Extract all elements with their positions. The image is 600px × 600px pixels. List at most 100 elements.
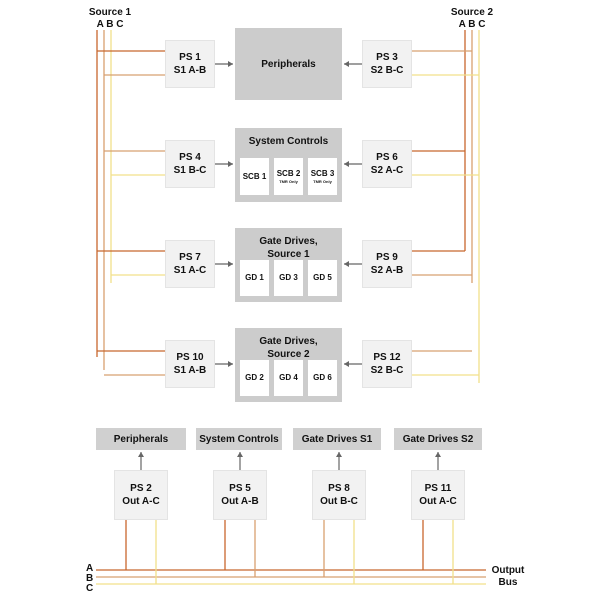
ps-subtitle: Out B-C	[320, 496, 358, 507]
output-ps-box-3: PS 8 Out B-C	[312, 470, 366, 520]
ps-box-left-3: PS 7 S1 A-C	[165, 240, 215, 288]
gate-drives-1-title-line-1: Gate Drives,	[259, 236, 318, 247]
ps-box-left-1: PS 1 S1 A-B	[165, 40, 215, 88]
source-1-phases: A B C	[96, 19, 124, 30]
scb-3-card: SCB 3 TMR Only	[308, 158, 337, 195]
output-ps-box-1: PS 2 Out A-C	[114, 470, 168, 520]
system-controls-block: System Controls SCB 1 SCB 2 TMR Only SCB…	[235, 128, 342, 202]
ps-subtitle: S1 B-C	[173, 165, 207, 176]
system-controls-title: System Controls	[248, 136, 329, 147]
source-1-label: Source 1 A B C	[82, 7, 138, 31]
arrow-output-ps-to-target	[138, 452, 144, 470]
gd-card: GD 4	[274, 360, 303, 396]
ps-name: PS 5	[229, 483, 251, 494]
gate-drives-2-title-line-1: Gate Drives,	[259, 336, 318, 347]
scb-label: SCB 3	[310, 169, 335, 178]
peripherals-title: Peripherals	[261, 58, 316, 70]
arrow-right-ps-to-load	[344, 361, 362, 367]
output-target-gate-drives-s2: Gate Drives S2	[394, 428, 482, 450]
scb-2-card: SCB 2 TMR Only	[274, 158, 303, 195]
gate-drives-2-title-line-2: Source 2	[267, 349, 310, 360]
bus-phase-c-label: C	[86, 583, 94, 594]
gd-label: GD 1	[245, 273, 264, 282]
gd-label: GD 4	[279, 373, 298, 382]
ps-subtitle: S2 A-C	[370, 165, 404, 176]
source-2-title: Source 2	[450, 7, 494, 18]
output-target-label: Gate Drives S2	[402, 433, 474, 445]
ps-name: PS 6	[376, 152, 398, 163]
output-target-label: Peripherals	[113, 433, 169, 445]
ps-name: PS 2	[130, 483, 152, 494]
ps-subtitle: S2 A-B	[370, 265, 404, 276]
ps-subtitle: S2 B-C	[370, 65, 404, 76]
ps-box-left-4: PS 10 S1 A-B	[165, 340, 215, 388]
arrow-right-ps-to-load	[344, 161, 362, 167]
peripherals-block: Peripherals	[235, 28, 342, 100]
gate-drives-1-title-line-2: Source 1	[267, 249, 310, 260]
ps-name: PS 12	[373, 352, 401, 363]
ps-name: PS 8	[328, 483, 350, 494]
arrow-right-ps-to-load	[344, 61, 362, 67]
source-2-label: Source 2 A B C	[444, 7, 500, 31]
arrow-output-ps-to-target	[336, 452, 342, 470]
ps-name: PS 1	[179, 52, 201, 63]
arrow-left-ps-to-load	[215, 161, 233, 167]
gd-card: GD 6	[308, 360, 337, 396]
source-1-title: Source 1	[88, 7, 132, 18]
output-target-peripherals: Peripherals	[96, 428, 186, 450]
output-ps-box-2: PS 5 Out A-B	[213, 470, 267, 520]
output-ps-box-4: PS 11 Out A-C	[411, 470, 465, 520]
output-target-gate-drives-s1: Gate Drives S1	[293, 428, 381, 450]
ps-name: PS 7	[179, 252, 201, 263]
ps-box-right-2: PS 6 S2 A-C	[362, 140, 412, 188]
output-target-label: System Controls	[199, 433, 279, 445]
scb-note: TMR Only	[313, 179, 332, 184]
ps-name: PS 3	[376, 52, 398, 63]
ps-subtitle: S1 A-C	[173, 265, 207, 276]
gd-card: GD 2	[240, 360, 269, 396]
output-target-label: Gate Drives S1	[301, 433, 373, 445]
gd-card: GD 5	[308, 260, 337, 296]
output-target-system-controls: System Controls	[196, 428, 282, 450]
ps-box-right-3: PS 9 S2 A-B	[362, 240, 412, 288]
ps-subtitle: Out A-B	[221, 496, 259, 507]
arrow-left-ps-to-load	[215, 261, 233, 267]
ps-box-right-4: PS 12 S2 B-C	[362, 340, 412, 388]
gd-card: GD 3	[274, 260, 303, 296]
ps-box-left-2: PS 4 S1 B-C	[165, 140, 215, 188]
gate-drives-source-1-block: Gate Drives, Source 1 GD 1 GD 3 GD 5	[235, 228, 342, 302]
bus-phase-b-label: B	[86, 573, 94, 584]
ps-name: PS 11	[424, 483, 452, 494]
scb-note: TMR Only	[279, 179, 298, 184]
source-2-phases: A B C	[458, 19, 486, 30]
arrow-output-ps-to-target	[237, 452, 243, 470]
bus-phase-a-label: A	[86, 563, 94, 574]
output-bus-label-line-1: Output	[491, 565, 525, 576]
arrow-left-ps-to-load	[215, 61, 233, 67]
output-bus-label-line-2: Bus	[498, 577, 518, 588]
scb-1-card: SCB 1	[240, 158, 269, 195]
scb-label: SCB 2	[276, 169, 301, 178]
ps-subtitle: S2 B-C	[370, 365, 404, 376]
ps-subtitle: S1 A-B	[173, 65, 207, 76]
ps-subtitle: Out A-C	[419, 496, 457, 507]
scb-label: SCB 1	[242, 171, 267, 181]
ps-name: PS 10	[176, 352, 204, 363]
gate-drives-source-2-block: Gate Drives, Source 2 GD 2 GD 4 GD 6	[235, 328, 342, 402]
gd-label: GD 6	[313, 373, 332, 382]
ps-subtitle: Out A-C	[122, 496, 160, 507]
gd-card: GD 1	[240, 260, 269, 296]
gd-label: GD 5	[313, 273, 332, 282]
ps-box-right-1: PS 3 S2 B-C	[362, 40, 412, 88]
ps-name: PS 4	[179, 152, 201, 163]
output-bus-label: Output Bus	[486, 565, 530, 589]
gd-label: GD 2	[245, 373, 264, 382]
ps-subtitle: S1 A-B	[173, 365, 207, 376]
arrow-right-ps-to-load	[344, 261, 362, 267]
arrow-output-ps-to-target	[435, 452, 441, 470]
gd-label: GD 3	[279, 273, 298, 282]
ps-name: PS 9	[376, 252, 398, 263]
arrow-left-ps-to-load	[215, 361, 233, 367]
